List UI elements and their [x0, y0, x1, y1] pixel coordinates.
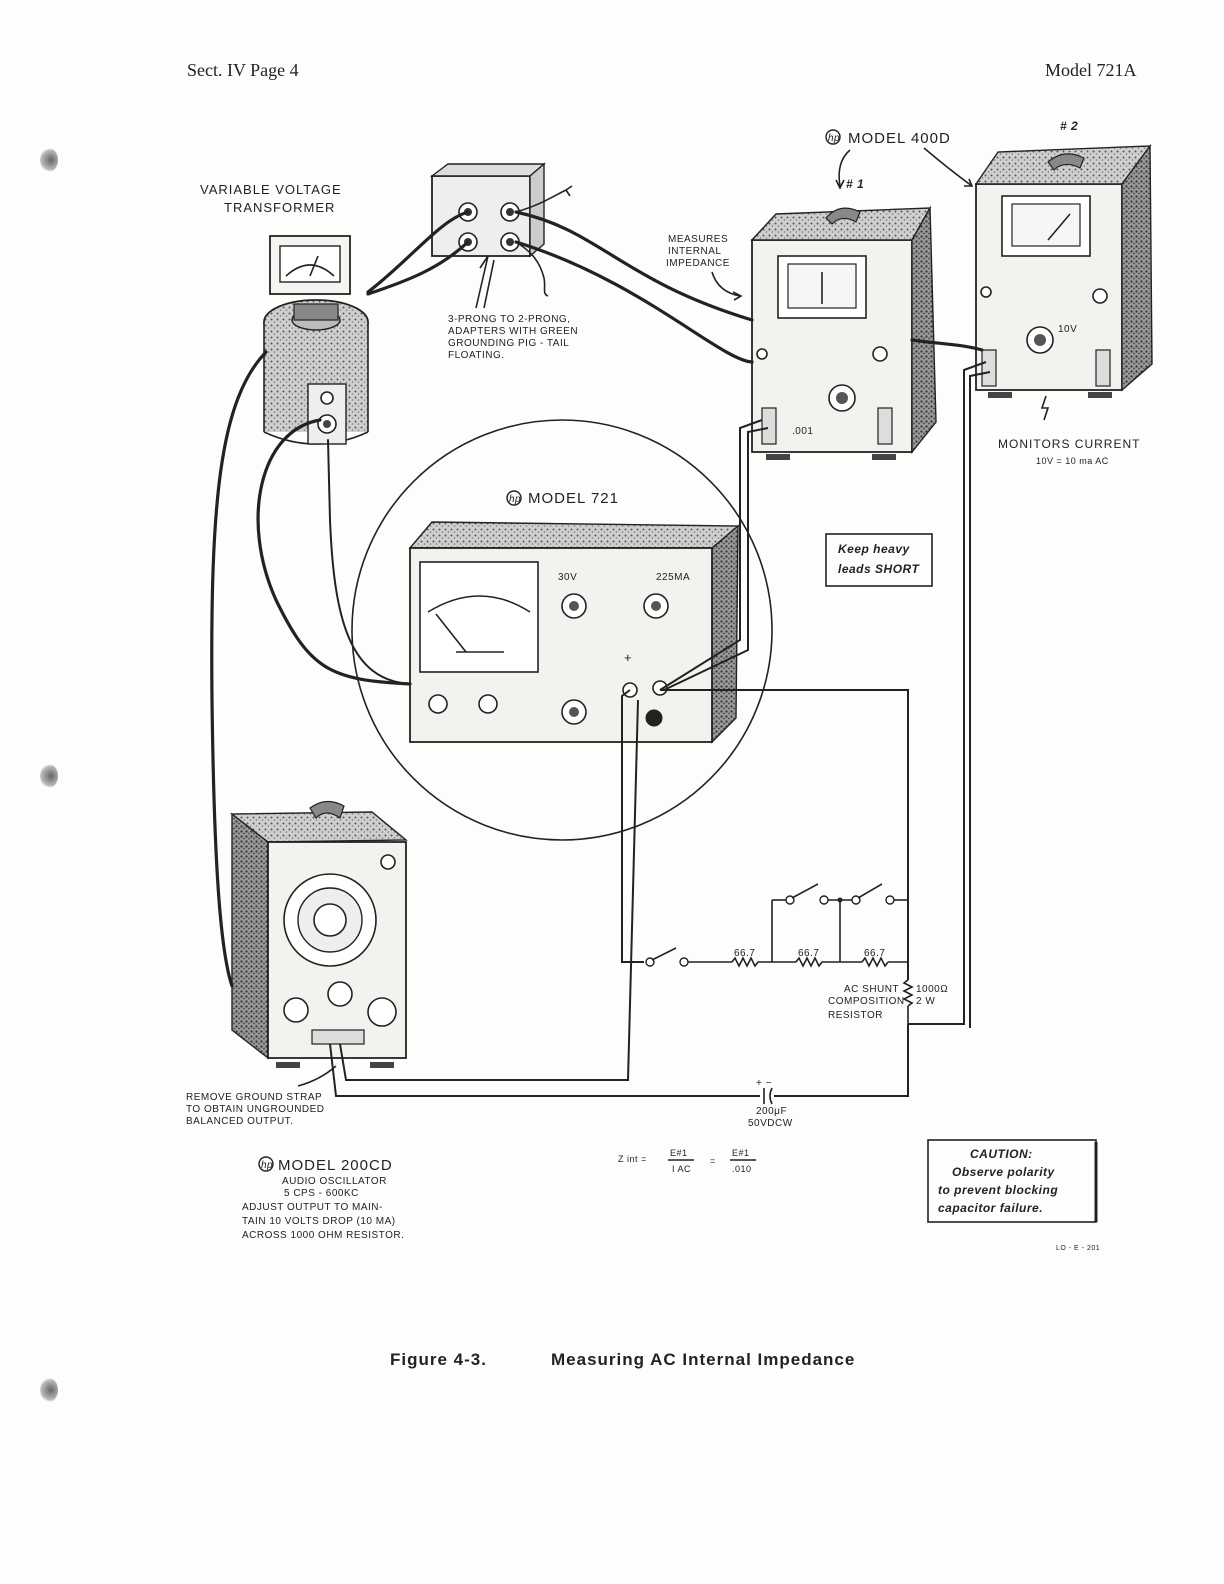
instrument-number-2: # 2: [1060, 119, 1078, 133]
keep-leads-line-1: Keep heavy: [838, 542, 911, 556]
oscillator-line-4: TAIN 10 VOLTS DROP (10 MA): [242, 1216, 396, 1227]
oscillator-line-5: ACROSS 1000 OHM RESISTOR.: [242, 1230, 404, 1241]
monitors-sublabel: 10V = 10 ma AC: [1036, 456, 1109, 466]
model-400d-1: [750, 205, 937, 460]
resistor-icon: [795, 956, 823, 968]
monitors-label: MONITORS CURRENT: [998, 437, 1140, 451]
resistor-1-value: 66.7: [734, 948, 755, 959]
wiring: [210, 210, 991, 1097]
figure-title: Measuring AC Internal Impedance: [551, 1350, 856, 1369]
resistor-3-value: 66.7: [864, 948, 885, 959]
adapter-box: [429, 162, 573, 297]
model-721-instrument: [408, 521, 740, 744]
caution-title: CAUTION:: [970, 1147, 1033, 1161]
resistor-icon: [902, 979, 914, 1007]
keep-leads-line-2: leads SHORT: [838, 562, 920, 576]
resistor-icon: [861, 956, 889, 968]
equation-num-1: E#1: [670, 1148, 688, 1158]
shunt-value-1: 1000Ω: [916, 984, 948, 995]
equation-lhs: Z int =: [618, 1154, 647, 1164]
model-721-label: MODEL 721: [528, 490, 619, 507]
range-30v: 30V: [558, 572, 577, 583]
resistor-icon: [731, 956, 759, 968]
variable-voltage-transformer: [263, 235, 369, 445]
hp-logo-icon: hp: [825, 129, 841, 145]
polarity-plus: +: [624, 650, 633, 665]
equation-num-2: E#1: [732, 1148, 750, 1158]
adapter-label-1: 3-PRONG TO 2-PRONG,: [448, 314, 570, 325]
oscillator-line-1: AUDIO OSCILLATOR: [282, 1176, 387, 1187]
equation-den-1: I AC: [672, 1164, 691, 1174]
capacitor-value-2: 50VDCW: [748, 1118, 793, 1129]
hp-logo-icon: hp: [506, 490, 522, 506]
instrument-number-1: # 1: [846, 177, 864, 191]
figure-number: Figure 4-3.: [390, 1350, 487, 1369]
drawing-number: LO - E - 201: [1056, 1245, 1100, 1252]
remove-strap-3: BALANCED OUTPUT.: [186, 1116, 293, 1127]
range-001: .001: [792, 426, 813, 437]
vvt-label-1: VARIABLE VOLTAGE: [200, 182, 342, 197]
oscillator-line-3: ADJUST OUTPUT TO MAIN-: [242, 1202, 383, 1213]
range-10v: 10V: [1058, 324, 1077, 335]
oscillator-line-2: 5 CPS - 600KC: [284, 1188, 359, 1199]
svg-text:hp: hp: [828, 133, 840, 144]
resistor-2-value: 66.7: [798, 948, 819, 959]
equation-equals: =: [710, 1156, 716, 1166]
caution-line-2: to prevent blocking: [938, 1183, 1058, 1197]
binder-hole-top: [40, 148, 58, 172]
remove-strap-2: TO OBTAIN UNGROUNDED: [186, 1104, 325, 1115]
pointer-lines: [297, 147, 1050, 1087]
hp-logo-icon: hp: [258, 1156, 274, 1172]
keep-leads-box: [825, 533, 933, 587]
adapter-label-2: ADAPTERS WITH GREEN: [448, 326, 578, 337]
shunt-label-1: AC SHUNT: [844, 984, 899, 995]
shunt-value-2: 2 W: [916, 996, 935, 1007]
binder-hole-middle: [40, 764, 58, 788]
svg-text:hp: hp: [509, 494, 521, 505]
model-200cd-oscillator: [229, 800, 408, 1068]
page-header-left: Sect. IV Page 4: [187, 60, 299, 80]
adapter-label-4: FLOATING.: [448, 350, 505, 361]
capacitor-value-1: 200μF: [756, 1106, 787, 1117]
caution-line-3: capacitor failure.: [938, 1201, 1043, 1215]
equation-den-2: .010: [732, 1164, 752, 1174]
capacitor-polarity: + −: [756, 1078, 772, 1089]
caution-line-1: Observe polarity: [952, 1165, 1056, 1179]
measures-label-2: INTERNAL: [668, 246, 721, 257]
switch-resistor-network: [645, 883, 914, 1105]
model-200cd-label: MODEL 200CD: [278, 1157, 393, 1174]
svg-text:hp: hp: [261, 1160, 273, 1171]
vvt-label-2: TRANSFORMER: [224, 200, 335, 215]
range-225ma: 225MA: [656, 572, 690, 583]
binder-hole-bottom: [40, 1378, 58, 1402]
adapter-label-3: GROUNDING PIG - TAIL: [448, 338, 569, 349]
measures-label-1: MEASURES: [668, 234, 728, 245]
model-400d-2: [974, 143, 1153, 398]
shunt-label-2: COMPOSITION: [828, 996, 905, 1007]
remove-strap-1: REMOVE GROUND STRAP: [186, 1092, 322, 1103]
page-header-right: Model 721A: [1045, 60, 1137, 80]
measures-label-3: IMPEDANCE: [666, 258, 730, 269]
shunt-label-3: RESISTOR: [828, 1010, 883, 1021]
model-400d-label: MODEL 400D: [848, 130, 951, 147]
model-721-highlight-circle: [351, 419, 773, 841]
